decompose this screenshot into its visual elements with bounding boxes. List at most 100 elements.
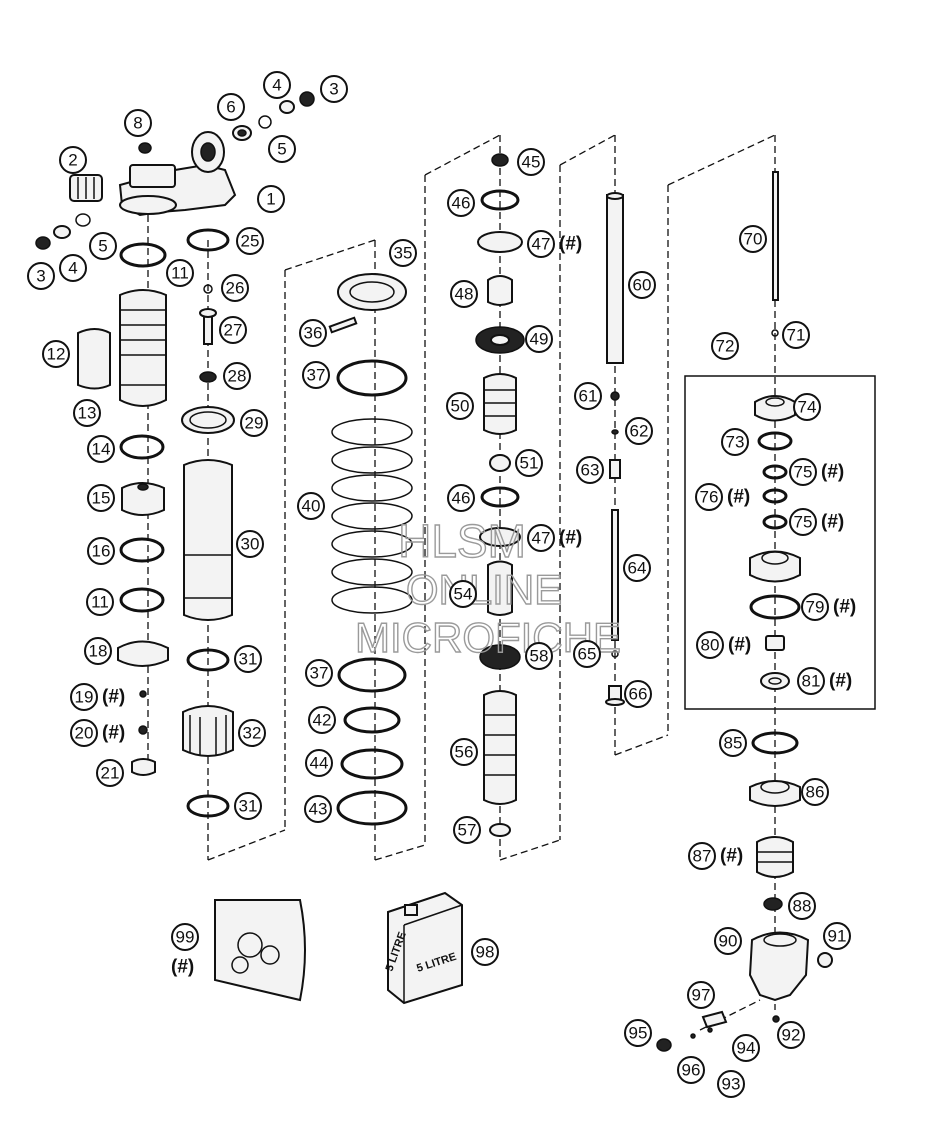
callout-circle — [70, 683, 98, 711]
callout-50: 50 — [446, 392, 474, 420]
callout-28: 28 — [223, 362, 251, 390]
callout-circle — [696, 631, 724, 659]
callout-12: 12 — [42, 340, 70, 368]
callout-number: 32 — [243, 724, 262, 743]
callout-25: 25 — [236, 227, 264, 255]
callout-number: 29 — [245, 414, 264, 433]
callout-70: 70 — [739, 225, 767, 253]
callout-8: 8 — [124, 109, 152, 137]
callout-circle — [42, 340, 70, 368]
callout-circle — [515, 449, 543, 477]
callout-circle — [320, 75, 348, 103]
callout-99: 99(#) — [171, 923, 199, 978]
callout-3a: 3 — [27, 262, 55, 290]
coil-spring — [331, 418, 413, 614]
callout-4b: 4 — [263, 71, 291, 99]
callout-number: 95 — [629, 1024, 648, 1043]
callout-circle — [573, 640, 601, 668]
callout-circle — [59, 146, 87, 174]
callout-circle — [447, 189, 475, 217]
callout-circle — [171, 923, 199, 951]
callout-31a: 31 — [234, 645, 262, 673]
callout-4a: 4 — [59, 254, 87, 282]
callout-number: 88 — [793, 897, 812, 916]
callout-5b: 5 — [268, 135, 296, 163]
callout-circle — [96, 759, 124, 787]
callout-47a: 47 (#) — [527, 230, 582, 258]
watermark: HLSM ONLINE MICROFICHE — [354, 514, 621, 661]
callout-circle — [302, 361, 330, 389]
callout-71: 71 — [782, 321, 810, 349]
callout-number: 8 — [133, 114, 142, 133]
callout-circle — [527, 230, 555, 258]
callout-number: 92 — [782, 1026, 801, 1045]
callout-circle — [236, 530, 264, 558]
callout-number: 73 — [726, 433, 745, 452]
callout-circle — [450, 738, 478, 766]
callout-hash-mark: (#) — [559, 234, 582, 255]
callout-number: 47 — [532, 235, 551, 254]
callout-circle — [304, 795, 332, 823]
callout-number: 49 — [530, 330, 549, 349]
callout-73: 73 — [721, 428, 749, 456]
column1-seals — [77, 242, 169, 776]
callout-circle — [84, 637, 112, 665]
callout-circle — [527, 524, 555, 552]
callout-number: 94 — [737, 1039, 756, 1058]
kit-box — [684, 375, 876, 710]
callout-circle — [471, 938, 499, 966]
callout-circle — [525, 325, 553, 353]
callout-number: 79 — [806, 598, 825, 617]
callout-number: 71 — [787, 326, 806, 345]
callout-74: 74 — [793, 393, 821, 421]
callout-hash-mark: (#) — [102, 687, 125, 708]
callout-number: 37 — [307, 366, 326, 385]
callout-number: 14 — [92, 440, 111, 459]
callout-number: 20 — [75, 724, 94, 743]
callout-96: 96 — [677, 1056, 705, 1084]
column2-parts — [181, 228, 235, 818]
callout-circle — [677, 1056, 705, 1084]
callout-number: 37 — [310, 664, 329, 683]
callout-circle — [234, 792, 262, 820]
callout-circle — [447, 484, 475, 512]
callout-60: 60 — [628, 271, 656, 299]
callout-number: 3 — [36, 267, 45, 286]
callout-circle — [732, 1034, 760, 1062]
callout-circle — [238, 719, 266, 747]
callout-circle — [87, 537, 115, 565]
callout-number: 42 — [313, 711, 332, 730]
watermark-line1: HLSM — [398, 515, 526, 567]
bumpstop-column — [475, 153, 525, 837]
callout-1: 1 — [257, 185, 285, 213]
callout-number: 60 — [633, 276, 652, 295]
callout-number: 81 — [802, 672, 821, 691]
callout-number: 6 — [226, 98, 235, 117]
reservoir-head-assembly — [69, 131, 237, 217]
callout-31b: 31 — [234, 792, 262, 820]
callout-45: 45 — [517, 148, 545, 176]
callout-57: 57 — [453, 816, 481, 844]
callout-number: 54 — [454, 585, 473, 604]
callout-number: 36 — [304, 324, 323, 343]
callout-number: 12 — [47, 345, 66, 364]
callout-circle — [695, 483, 723, 511]
callout-hash-mark: (#) — [559, 528, 582, 549]
callout-90: 90 — [714, 927, 742, 955]
callout-19: 19(#) — [70, 683, 125, 711]
callout-hash-mark: (#) — [171, 957, 194, 978]
callout-85: 85 — [719, 729, 747, 757]
callout-16: 16 — [87, 537, 115, 565]
callout-circle — [687, 981, 715, 1009]
callout-number: 26 — [226, 279, 245, 298]
callout-circle — [788, 892, 816, 920]
callout-hash-mark: (#) — [728, 635, 751, 656]
callout-72: 72 — [711, 332, 739, 360]
callout-number: 27 — [224, 321, 243, 340]
callout-number: 61 — [579, 387, 598, 406]
callout-6: 6 — [217, 93, 245, 121]
callout-49: 49 — [525, 325, 553, 353]
callout-circle — [714, 927, 742, 955]
callout-circle — [234, 645, 262, 673]
callout-number: 76 — [700, 488, 719, 507]
